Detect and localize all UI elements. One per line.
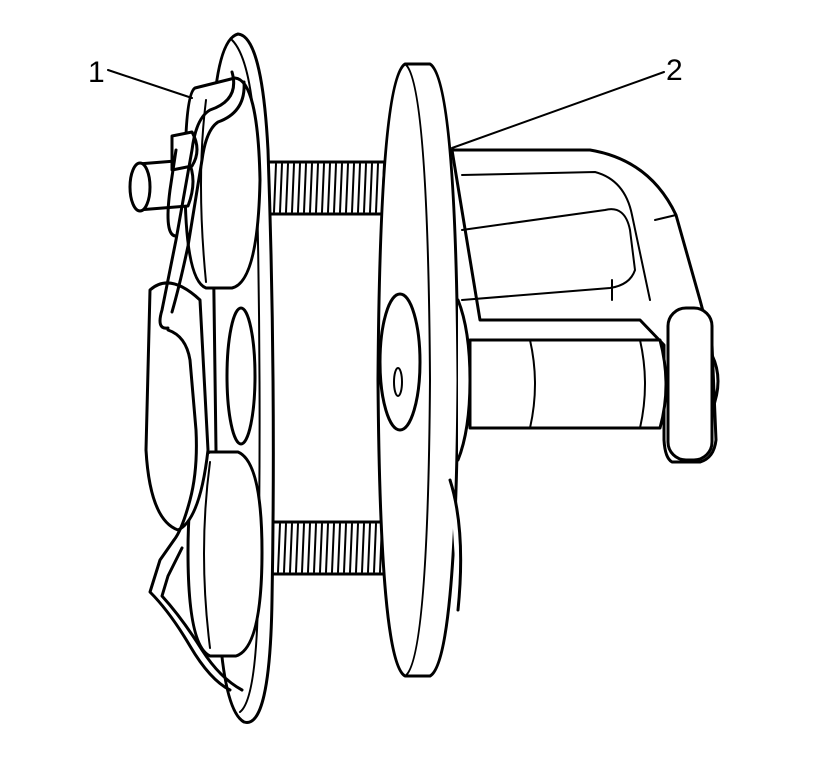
thread-line	[283, 523, 287, 573]
thread-line	[367, 523, 371, 573]
brake-disc	[376, 62, 472, 678]
thread-line	[319, 523, 323, 573]
thread-line	[357, 163, 361, 213]
callout-2-leader	[451, 71, 665, 149]
callout-1-leader	[107, 69, 193, 99]
thread-line	[339, 163, 343, 213]
thread-line	[327, 163, 331, 213]
thread-line	[307, 523, 311, 573]
thread-line	[315, 163, 319, 213]
callout-1: 1	[88, 56, 193, 99]
anti-rattle-spring-clip	[148, 70, 246, 692]
upper-stud	[266, 160, 402, 216]
thread-line	[301, 523, 305, 573]
thread-line	[297, 163, 301, 213]
thread-line	[363, 163, 367, 213]
thread-line	[277, 523, 281, 573]
thread-line	[279, 163, 283, 213]
thread-line	[321, 163, 325, 213]
callout-2-label: 2	[666, 54, 683, 87]
thread-line	[375, 163, 379, 213]
callout-2: 2	[451, 54, 683, 149]
thread-line	[343, 523, 347, 573]
thread-line	[349, 523, 353, 573]
thread-line	[351, 163, 355, 213]
pad-retainer-pin	[128, 130, 199, 213]
thread-line	[289, 523, 293, 573]
guide-pin	[468, 306, 720, 462]
thread-line	[373, 523, 377, 573]
thread-line	[295, 523, 299, 573]
thread-line	[325, 523, 329, 573]
thread-line	[291, 163, 295, 213]
thread-line	[337, 523, 341, 573]
thread-line	[369, 163, 373, 213]
thread-line	[361, 523, 365, 573]
upper-pad-lining	[183, 76, 262, 290]
thread-line	[313, 523, 317, 573]
caliper-bracket	[450, 148, 718, 464]
thread-line	[303, 163, 307, 213]
thread-line	[355, 523, 359, 573]
thread-line	[331, 523, 335, 573]
thread-line	[345, 163, 349, 213]
thread-line	[273, 163, 277, 213]
thread-line	[309, 163, 313, 213]
thread-line	[285, 163, 289, 213]
thread-line	[333, 163, 337, 213]
pad-center-section	[144, 281, 210, 532]
callout-1-label: 1	[88, 56, 105, 89]
